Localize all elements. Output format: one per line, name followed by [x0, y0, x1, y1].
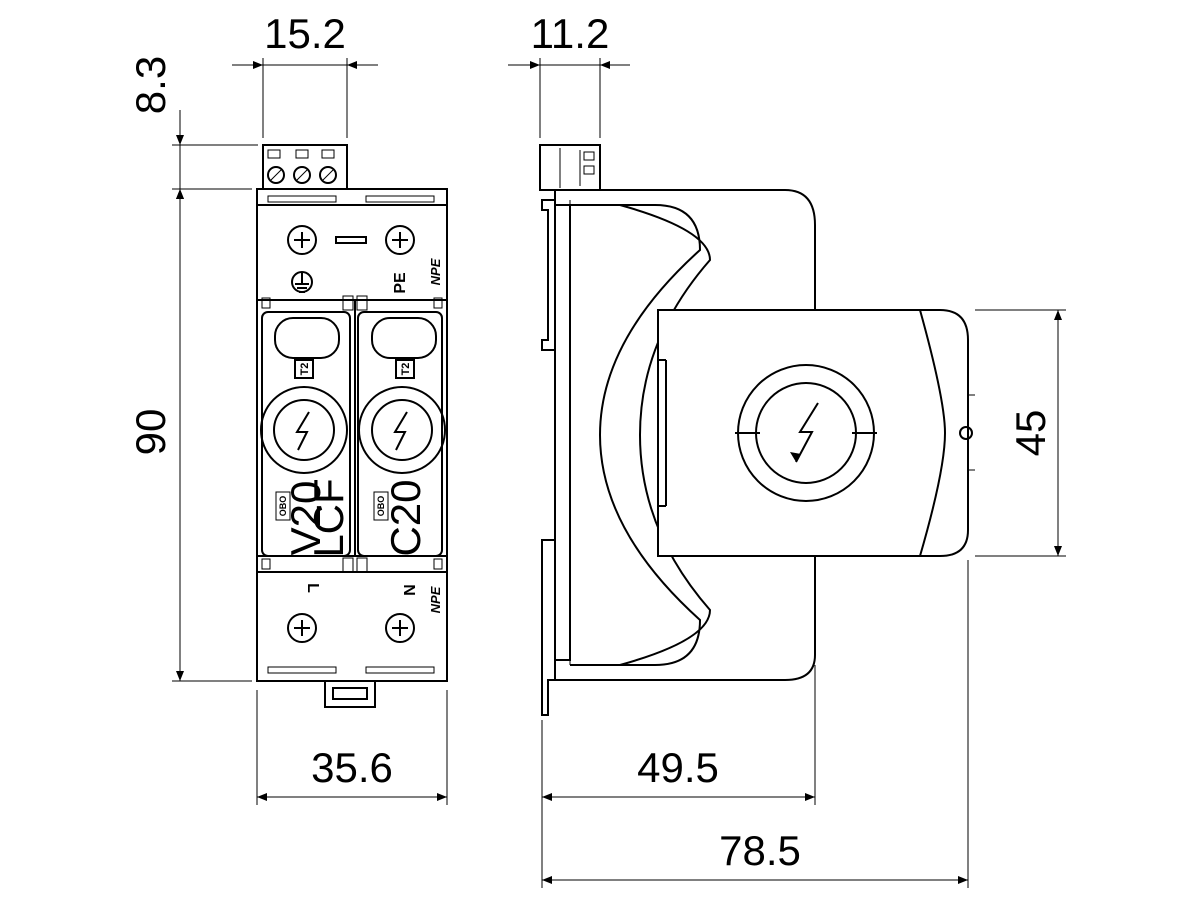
din-clip-tab: [324, 680, 376, 708]
obo-logo-icon: [275, 491, 291, 521]
brand-left: OBO: [278, 496, 288, 517]
dim-clip-offset: 11.2: [531, 10, 610, 57]
module-right: T2 OBO C20: [357, 311, 446, 557]
earth-icon: [291, 271, 313, 293]
dim-body-width: 35.6: [311, 744, 393, 791]
dim-total-depth: 78.5: [719, 827, 801, 874]
top-base-section: PE NPE: [257, 195, 447, 301]
module-right-badge: T2: [400, 363, 412, 376]
front-view: PE NPE T2 OBO V20 LCF: [256, 144, 448, 708]
npe-label-top: NPE: [428, 258, 443, 285]
device-body: [256, 188, 448, 682]
bottom-base-section: L N NPE: [257, 555, 447, 674]
n-label: N: [400, 584, 417, 596]
module-left-model: V20: [282, 481, 329, 556]
side-view: [539, 144, 975, 716]
module-right-model: C20: [382, 479, 429, 556]
side-module-profile: [570, 204, 712, 666]
brand-right: OBO: [376, 496, 386, 517]
lightning-emblem-icon: [735, 364, 877, 502]
module-left: T2 OBO V20 LCF: [260, 311, 352, 558]
l-label: L: [304, 583, 321, 593]
module-left-sub: LCF: [305, 478, 352, 557]
screw-icon: [287, 225, 317, 255]
side-housing: [554, 189, 816, 681]
module-left-badge: T2: [299, 363, 311, 376]
dim-body-height: 90: [127, 409, 174, 456]
screw-icon: [385, 613, 415, 643]
dim-terminal-width: 15.2: [264, 10, 346, 57]
npe-label-bottom: NPE: [428, 586, 443, 613]
lightning-symbol-icon: [358, 386, 446, 474]
side-terminal: [539, 144, 601, 191]
terminal-block: [262, 144, 348, 190]
dim-depth-to-rail: 49.5: [637, 744, 719, 791]
side-cover: [657, 309, 975, 557]
dim-terminal-height: 8.3: [127, 56, 174, 114]
screw-icon: [287, 613, 317, 643]
lightning-symbol-icon: [260, 386, 348, 474]
t2-badge-icon: [294, 359, 314, 379]
dim-cover-height: 45: [1007, 410, 1054, 457]
side-din-clip: [541, 199, 571, 716]
dimension-lines: 15.2 11.2 8.3 90 35.6 49.5 78.5 45: [127, 10, 1066, 888]
obo-logo-icon: [373, 491, 389, 521]
screw-icon: [385, 225, 415, 255]
t2-badge-icon: [395, 359, 415, 379]
pe-label: PE: [392, 272, 409, 294]
